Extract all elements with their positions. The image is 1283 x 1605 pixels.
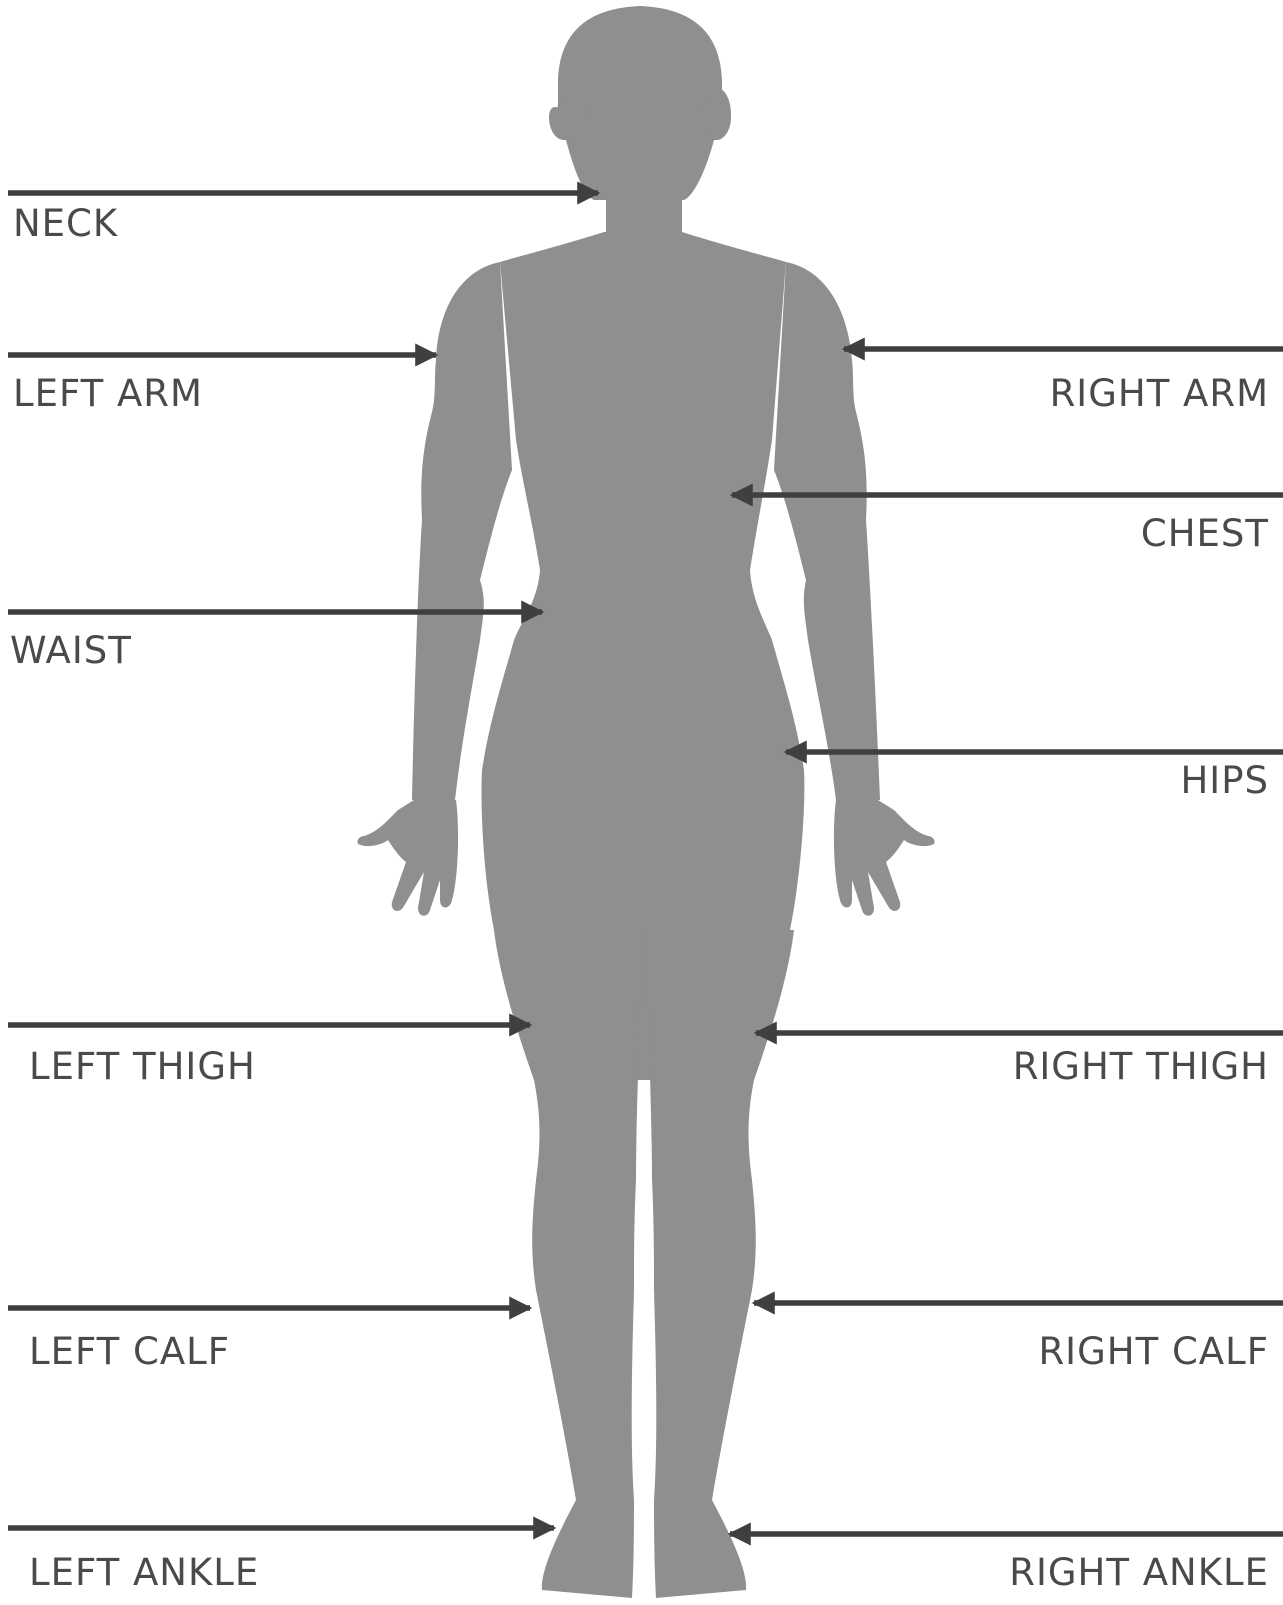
right-ankle-label: RIGHT ANKLE (1009, 1554, 1269, 1591)
human-silhouette (357, 6, 934, 1598)
waist-label: WAIST (10, 632, 132, 669)
right-thigh-label: RIGHT THIGH (1013, 1048, 1269, 1085)
right-hand-shape (834, 800, 935, 916)
right-calf-label: RIGHT CALF (1038, 1333, 1269, 1370)
left-arm-label: LEFT ARM (13, 375, 203, 412)
right-arm-label: RIGHT ARM (1050, 375, 1269, 412)
neck-label: NECK (13, 205, 118, 242)
left-ankle-label: LEFT ANKLE (29, 1554, 259, 1591)
right-leg-shape (646, 930, 794, 1598)
left-thigh-label: LEFT THIGH (29, 1048, 256, 1085)
left-calf-label: LEFT CALF (29, 1333, 230, 1370)
left-ear-shape (557, 88, 585, 140)
left-hand-shape (357, 800, 458, 916)
chest-label: CHEST (1141, 515, 1269, 552)
right-ear-shape (703, 88, 731, 140)
neck-shape (606, 180, 682, 240)
left-leg-shape (494, 930, 642, 1598)
hips-label: HIPS (1180, 762, 1269, 799)
